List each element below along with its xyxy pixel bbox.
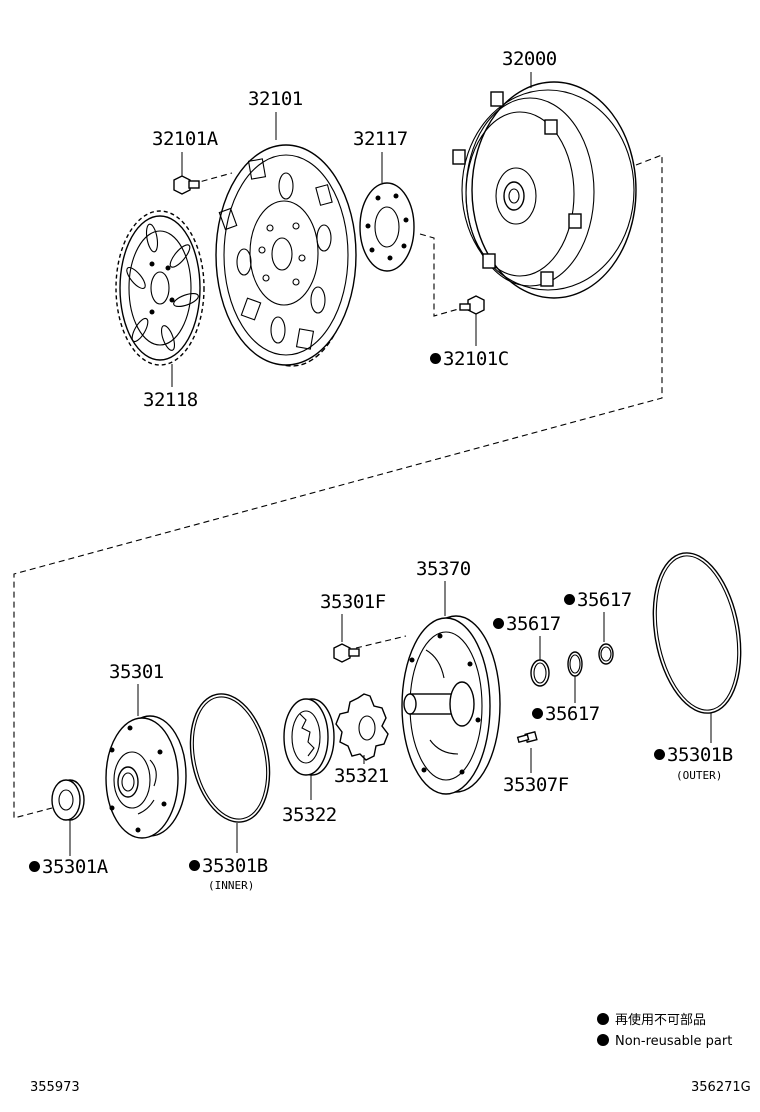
label-35301B-inner-text: 35301B [202, 855, 268, 877]
non-reusable-marker-icon [654, 749, 665, 760]
drive-gear-35321 [335, 693, 389, 761]
sublabel-outer: (OUTER) [676, 769, 723, 782]
label-35617-b-text: 35617 [577, 589, 632, 611]
label-32000: 32000 [502, 48, 557, 70]
leader-lines [69, 72, 712, 856]
legend-english-text: Non-reusable part [615, 1034, 733, 1049]
label-35301B-outer: 35301B [654, 746, 733, 765]
non-reusable-marker-icon [532, 708, 543, 719]
label-35301A-text: 35301A [42, 856, 108, 878]
non-reusable-marker-icon [430, 353, 441, 364]
o-ring-35301B-outer [652, 552, 742, 714]
driven-gear-35322 [283, 698, 335, 776]
bolt-32101A [173, 175, 200, 195]
assembly-guide-lines [13, 154, 663, 819]
label-35301: 35301 [109, 661, 164, 683]
label-35301B-inner: 35301B [189, 857, 268, 876]
label-32117: 32117 [353, 128, 408, 150]
label-32101C-text: 32101C [443, 348, 509, 370]
bolt-32101C [459, 295, 485, 315]
legend-japanese: 再使用不可部品 [597, 1013, 706, 1027]
bolt-35301F [333, 643, 360, 663]
label-35617-b: 35617 [564, 591, 632, 610]
label-35617-a-text: 35617 [506, 613, 561, 635]
label-35301B-outer-text: 35301B [667, 744, 733, 766]
non-reusable-marker-icon [564, 594, 575, 605]
drive-plate-32101 [215, 144, 357, 367]
legend-english: Non-reusable part [597, 1034, 732, 1048]
label-35321: 35321 [334, 765, 389, 787]
seal-rings-35617 [530, 643, 614, 687]
label-35617-a: 35617 [493, 615, 561, 634]
label-32101C: 32101C [430, 350, 509, 369]
non-reusable-marker-icon [493, 618, 504, 629]
label-35617-c-text: 35617 [545, 703, 600, 725]
legend-japanese-text: 再使用不可部品 [615, 1013, 707, 1028]
non-reusable-marker-icon [29, 861, 40, 872]
oil-seal-35301A [51, 779, 85, 821]
torque-converter-32000 [452, 81, 637, 299]
label-35617-c: 35617 [532, 705, 600, 724]
label-35301A: 35301A [29, 858, 108, 877]
footer-left-code: 355973 [30, 1080, 80, 1095]
label-32101A: 32101A [152, 128, 218, 150]
label-32118: 32118 [143, 389, 198, 411]
sublabel-inner: (INNER) [208, 879, 255, 892]
label-35370: 35370 [416, 558, 471, 580]
label-35307F: 35307F [503, 774, 569, 796]
o-ring-35301B-inner [189, 693, 271, 823]
label-32101: 32101 [248, 88, 303, 110]
stator-shaft-35370 [401, 615, 501, 795]
bolt-35307F [516, 730, 538, 744]
sprocket-ring-32118 [115, 210, 205, 366]
legend-dot-icon [597, 1034, 609, 1046]
non-reusable-marker-icon [189, 860, 200, 871]
legend-dot-icon [597, 1013, 609, 1025]
label-35322: 35322 [282, 804, 337, 826]
pump-body-35301 [105, 715, 187, 839]
footer-right-code: 356271G [691, 1080, 751, 1095]
spacer-plate-32117 [359, 182, 415, 272]
label-35301F: 35301F [320, 591, 386, 613]
